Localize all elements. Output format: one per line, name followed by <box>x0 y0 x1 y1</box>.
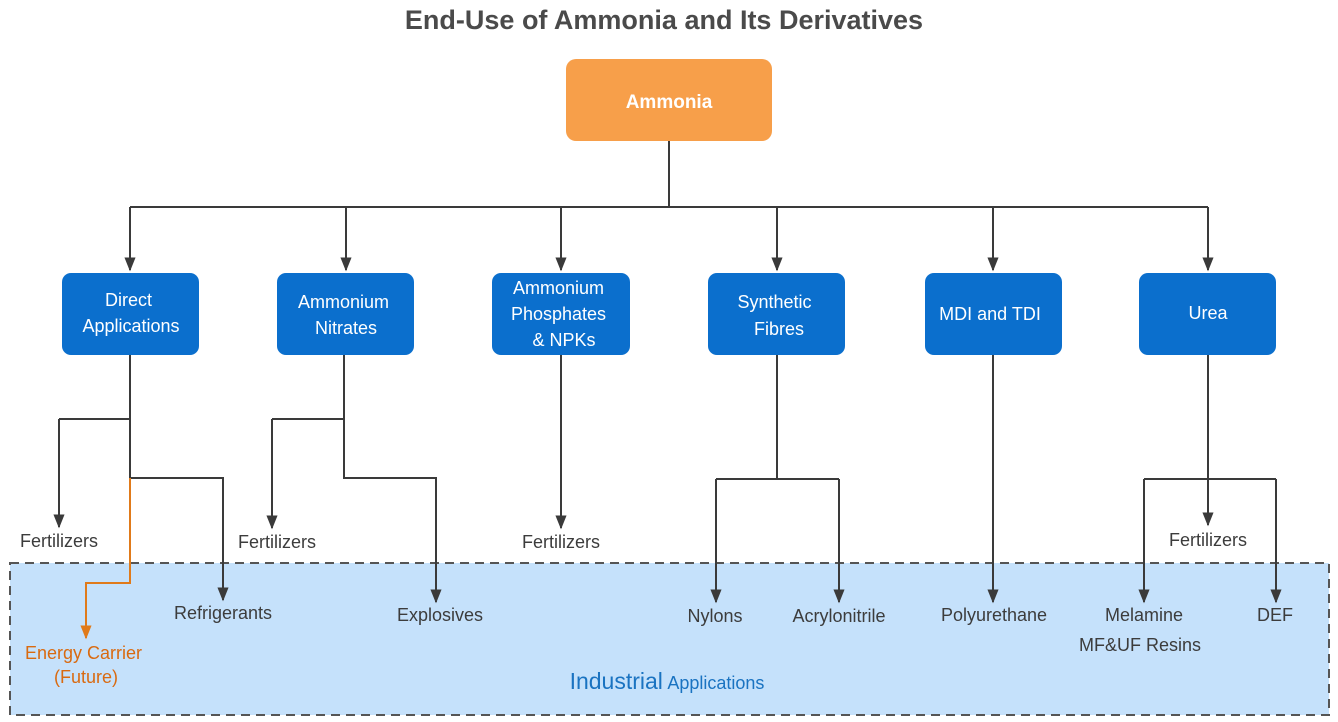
fibres-label-line-2: Fibres <box>754 319 804 339</box>
ammonia-node <box>566 59 772 141</box>
nitrates-label-line-2: Nitrates <box>315 318 377 338</box>
leaf-acrylonitrile: Acrylonitrile <box>792 606 885 626</box>
svg-text:MDI and TDI: MDI and TDI <box>939 304 1041 324</box>
leaf-def: DEF <box>1257 605 1293 625</box>
leaf-direct-fertilizers: Fertilizers <box>20 531 98 551</box>
leaf-melamine: Melamine <box>1105 605 1183 625</box>
leaf-polyurethane: Polyurethane <box>941 605 1047 625</box>
nitrates-label-line-1: Ammonium <box>298 292 389 312</box>
leaf-urea-fertilizers: Fertilizers <box>1169 530 1247 550</box>
fibres-label-line-1: Synthetic <box>737 292 811 312</box>
phosphates-label-line-2: Phosphates <box>511 304 606 324</box>
category-node-ammonium-nitrates: Ammonium Nitrates <box>277 273 414 355</box>
leaf-energy-carrier: Energy Carrier (Future) <box>25 643 147 687</box>
nitrates-connectors <box>266 355 442 604</box>
phosphates-label-line-1: Ammonium <box>513 278 604 298</box>
svg-text:Urea: Urea <box>1188 303 1228 323</box>
direct-label-line-2: Applications <box>82 316 179 336</box>
leaf-explosives: Explosives <box>397 605 483 625</box>
leaf-nylons: Nylons <box>687 606 742 626</box>
urea-label-line-1: Urea <box>1188 303 1228 323</box>
category-node-mdi-tdi: MDI and TDI <box>925 273 1062 355</box>
svg-text:Ammonium Phosphates: Ammonium Phosphates & NPKs <box>511 278 611 350</box>
ammonia-label: Ammonia <box>626 92 713 113</box>
svg-text:Direct Applications: Direct Applications <box>82 290 179 336</box>
leaf-nitrates-fertilizers: Fertilizers <box>238 532 316 552</box>
industrial-applications-zone <box>9 562 1330 716</box>
direct-connectors <box>53 355 229 640</box>
leaf-resins: MF&UF Resins <box>1079 635 1201 655</box>
leaf-refrigerants: Refrigerants <box>174 603 272 623</box>
category-node-ammonium-phosphates: Ammonium Phosphates & NPKs <box>492 273 630 355</box>
urea-connectors <box>1138 355 1282 604</box>
svg-text:Synthetic Fibres: Synthetic Fibres <box>737 292 816 339</box>
root-connectors <box>124 141 1214 272</box>
category-node-direct: Direct Applications <box>62 273 199 355</box>
category-node-urea: Urea <box>1139 273 1276 355</box>
industrial-applications-label: Industrial Applications <box>570 668 765 694</box>
mdi-label-line-1: MDI and TDI <box>939 304 1041 324</box>
fibres-connectors <box>710 355 845 604</box>
svg-text:Ammonium Nitrates: Ammonium Nitrates <box>298 292 394 338</box>
direct-label-line-1: Direct <box>105 290 152 310</box>
category-node-synthetic-fibres: Synthetic Fibres <box>708 273 845 355</box>
diagram-title: End-Use of Ammonia and Its Derivatives <box>405 5 923 35</box>
phosphates-label-line-3: & NPKs <box>532 330 595 350</box>
leaf-phosphates-fertilizers: Fertilizers <box>522 532 600 552</box>
